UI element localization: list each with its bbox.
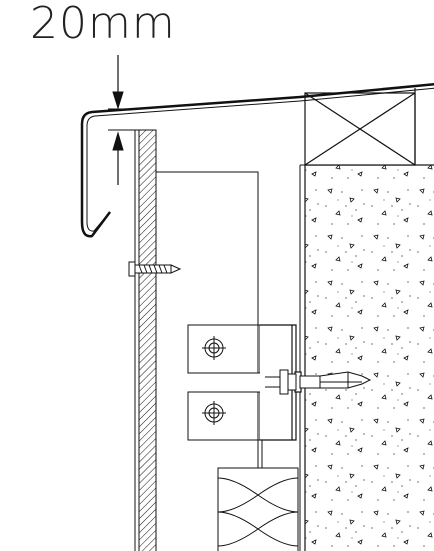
capping-flashing xyxy=(80,83,434,238)
anchor-bolt xyxy=(265,369,372,395)
bolt-head-top xyxy=(202,336,226,360)
insulation xyxy=(217,467,299,551)
dimension-label: 20mm xyxy=(30,0,176,49)
concrete-wall xyxy=(304,164,434,551)
dimension-arrows xyxy=(108,55,140,185)
hatched-panel xyxy=(138,129,157,551)
screw xyxy=(128,261,182,277)
subframe-rail xyxy=(156,164,306,551)
cladding-sheet xyxy=(134,129,140,551)
bracket-bottom xyxy=(187,391,261,441)
timber-block xyxy=(304,88,416,166)
bolt-head-bottom xyxy=(202,401,226,425)
capping-flashing-inner xyxy=(86,87,434,232)
bracket-top xyxy=(187,324,261,374)
